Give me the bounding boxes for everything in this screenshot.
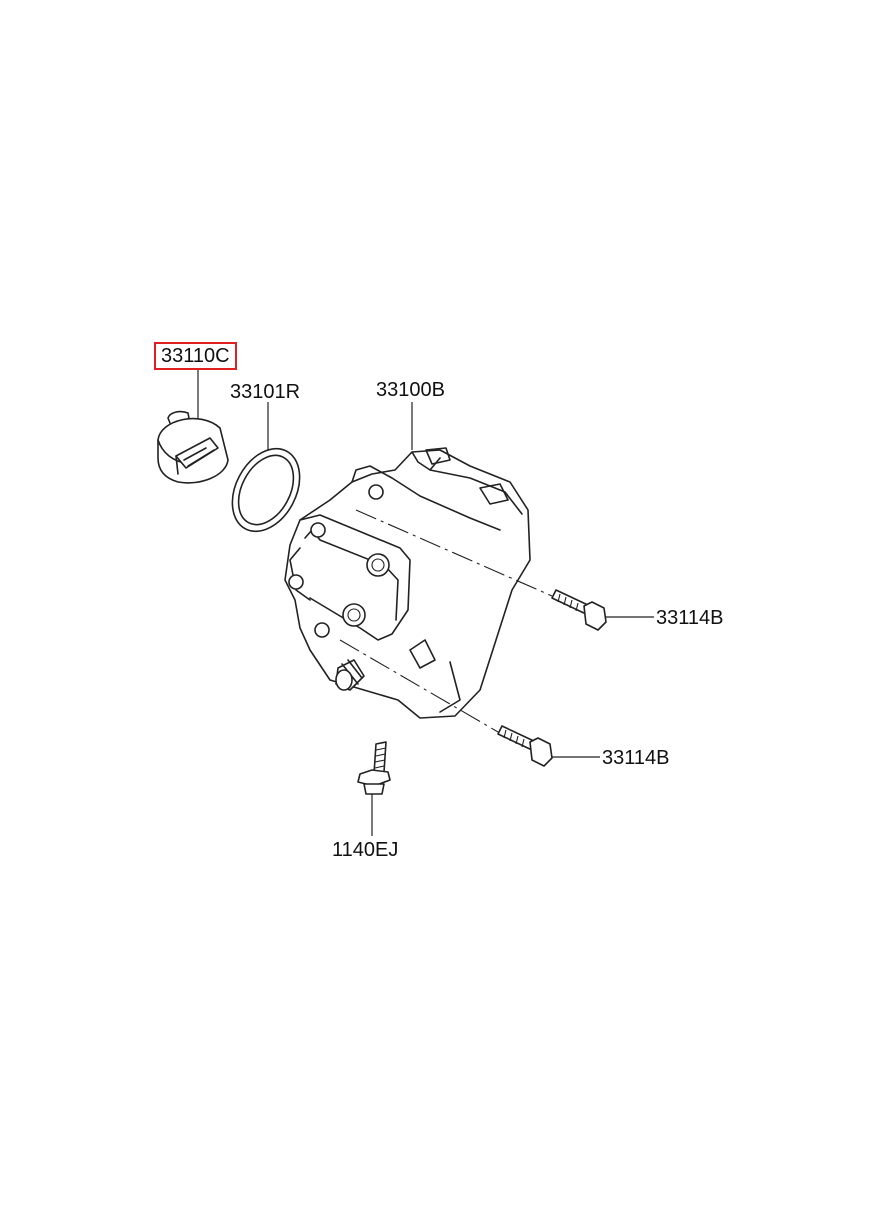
part-label-33101R[interactable]: 33101R — [230, 381, 301, 403]
bolt-upper-drawing[interactable] — [551, 589, 607, 631]
stud-bolt-drawing[interactable] — [357, 741, 391, 795]
part-label-33110C[interactable]: 33110C — [154, 342, 237, 370]
bolt-lower-drawing[interactable] — [497, 725, 553, 767]
part-label-1140EJ[interactable]: 1140EJ — [332, 839, 399, 861]
part-label-33114B-lower[interactable]: 33114B — [602, 747, 670, 769]
axis-line-upper — [355, 509, 553, 597]
part-label-33100B[interactable]: 33100B — [376, 379, 445, 401]
axis-line-lower — [339, 639, 499, 733]
pump-drawing[interactable] — [284, 447, 531, 719]
part-label-33114B-upper[interactable]: 33114B — [656, 607, 724, 629]
coupling-drawing[interactable] — [157, 410, 229, 484]
o-ring-drawing[interactable] — [219, 437, 313, 543]
